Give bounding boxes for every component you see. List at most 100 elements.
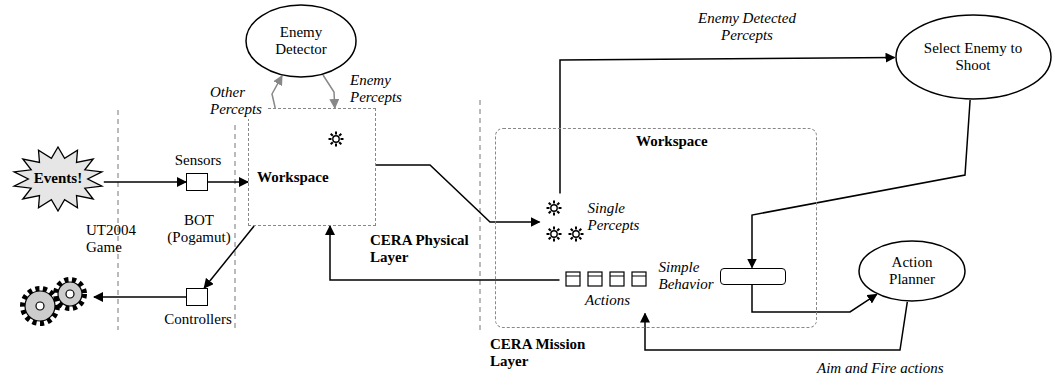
gears-icon	[12, 266, 94, 334]
connector	[330, 226, 560, 280]
percept-ray	[575, 226, 577, 229]
node-label: Actions	[560, 292, 656, 309]
action-square	[632, 272, 646, 286]
process-ellipse: Select Enemy to Shoot	[895, 14, 1052, 100]
percept-ray	[335, 144, 337, 147]
percept-ray	[575, 238, 577, 241]
ellipse-shape	[246, 5, 356, 77]
percept-core	[550, 204, 556, 210]
percept-ray	[553, 212, 555, 215]
percept-ray	[553, 238, 555, 241]
percept-icon	[568, 226, 583, 241]
behavior-box: Simple Behavior	[720, 268, 786, 285]
node-label: Action Planner	[876, 254, 948, 289]
percept-ray	[557, 228, 559, 230]
percept-ray	[548, 228, 550, 230]
node-label: UT2004 Game	[86, 222, 144, 257]
action-square	[610, 272, 624, 286]
percept-ray	[570, 228, 572, 230]
action-square-bar	[610, 275, 624, 276]
gear-teeth	[56, 280, 84, 308]
percept-icon	[329, 132, 344, 147]
edge-label: Aim and Fire actions	[815, 360, 989, 377]
connector	[376, 165, 540, 222]
connector	[645, 302, 907, 350]
percept-ray	[568, 233, 571, 235]
gear-body	[25, 291, 55, 321]
percept-ray	[557, 237, 559, 239]
percept-ray	[557, 202, 559, 204]
node-label: Controllers	[155, 311, 241, 328]
percept-ray	[329, 138, 332, 140]
percept-ray	[579, 228, 581, 230]
component-label: BOT (Pogamut)	[164, 212, 234, 247]
process-ellipse: Enemy Detector	[245, 4, 357, 78]
connector	[94, 296, 186, 298]
game-node: UT2004 Game	[12, 266, 94, 334]
action-square	[566, 272, 580, 286]
percept-ray	[548, 202, 550, 204]
percept-ray	[339, 134, 341, 136]
connector	[323, 75, 335, 108]
node-label: Simple Behavior	[659, 259, 717, 294]
connector	[272, 76, 282, 108]
connector	[560, 58, 895, 194]
controller-box: Controllers	[186, 288, 208, 306]
percept-ray	[548, 237, 550, 239]
node-label: Sensors	[165, 152, 231, 169]
percept-ray	[553, 226, 555, 229]
percept-icon	[546, 200, 561, 215]
percept-core	[333, 136, 339, 142]
burst-shape	[14, 147, 102, 211]
percept-ray	[335, 132, 337, 135]
node-label: Events!	[34, 170, 82, 187]
actions-group: Actions	[560, 268, 656, 314]
percept-ray	[570, 237, 572, 239]
process-ellipse: Action Planner	[858, 240, 966, 302]
percept-core	[550, 230, 556, 236]
percept-ray	[331, 142, 333, 144]
percept-ray	[558, 233, 561, 235]
edge-label: Enemy Detected Percepts	[690, 10, 804, 45]
percept-icon	[546, 226, 561, 241]
node-label: Enemy Detector	[264, 24, 339, 59]
ellipse-shape	[896, 15, 1051, 99]
gear-hub	[66, 290, 74, 298]
ellipse-shape	[859, 241, 965, 301]
layer-separator	[480, 100, 481, 330]
percept-ray	[341, 138, 344, 140]
percept-ray	[553, 200, 555, 203]
percept-ray	[548, 211, 550, 213]
sensor-box: Sensors	[186, 173, 208, 191]
action-square	[588, 272, 602, 286]
workspace-box: WorkspaceSingle PerceptsActionsSimple Be…	[495, 128, 817, 328]
connector	[208, 181, 248, 183]
action-square-bar	[588, 275, 602, 276]
percept-ray	[546, 233, 549, 235]
connector	[752, 100, 970, 268]
percept-ray	[558, 207, 561, 209]
edge-label: Other Percepts	[208, 84, 268, 119]
percept-ray	[339, 142, 341, 144]
percept-core	[572, 230, 578, 236]
gear-hub	[36, 302, 44, 310]
region-title: Workspace	[257, 169, 329, 186]
connector	[752, 285, 877, 313]
workspace-box: Workspace	[248, 108, 376, 226]
event-burst: Events!	[12, 146, 104, 212]
percept-ray	[331, 134, 333, 136]
layer-label: CERA Physical Layer	[368, 232, 478, 267]
percept-ray	[579, 237, 581, 239]
percepts-group: Single Percepts	[540, 194, 648, 250]
percept-ray	[546, 207, 549, 209]
gear-teeth	[23, 289, 57, 323]
connector	[104, 181, 186, 183]
node-label: Single Percepts	[588, 200, 646, 235]
percept-ray	[557, 211, 559, 213]
action-square-bar	[632, 275, 646, 276]
action-square-bar	[566, 275, 580, 276]
percept-ray	[580, 233, 583, 235]
percept-icons	[249, 109, 375, 225]
edge-label: Enemy Percepts	[348, 72, 412, 107]
gear-body	[58, 282, 82, 306]
